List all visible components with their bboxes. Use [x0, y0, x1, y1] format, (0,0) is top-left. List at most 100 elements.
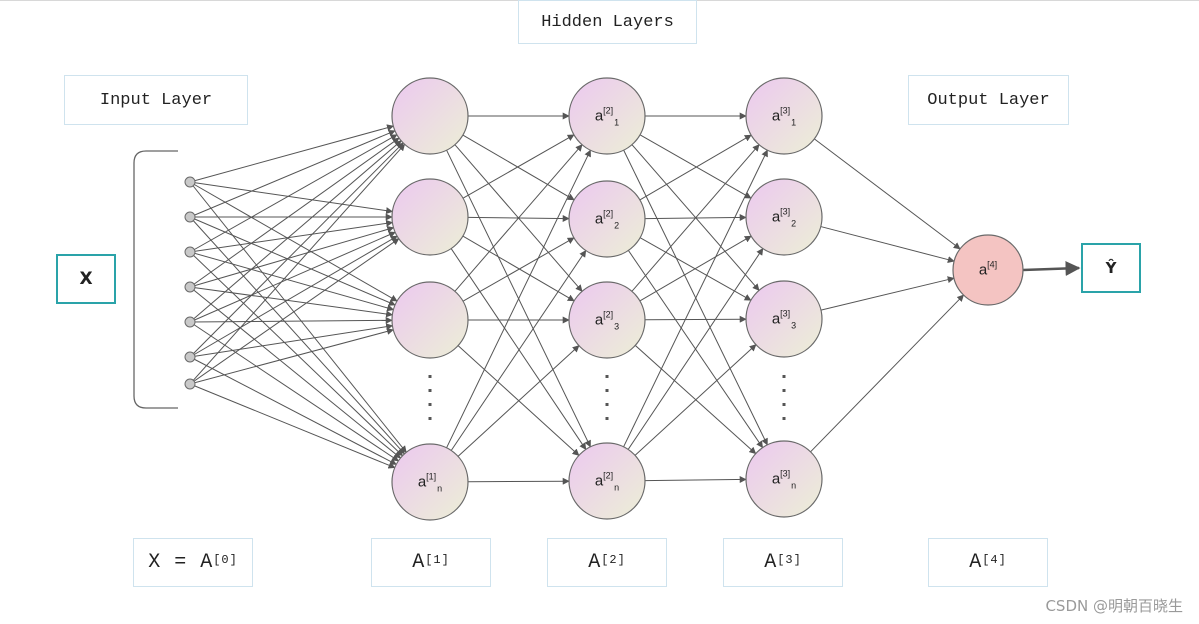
edge-input-to-hidden1 — [189, 124, 395, 183]
edge-input-to-hidden1 — [189, 137, 400, 288]
edge-input-to-hidden1 — [189, 143, 406, 385]
edge-input-to-hidden1 — [189, 181, 394, 215]
neuron-nodes — [391, 77, 1024, 521]
edge-hidden1-to-hidden2 — [462, 134, 575, 201]
layer-matrix-a1-base: A — [412, 551, 426, 574]
edge-hidden2-to-hidden3 — [623, 149, 768, 448]
edge-hidden2-to-hidden3 — [639, 134, 752, 201]
hidden1-neuron — [391, 443, 469, 521]
hidden3-neuron — [745, 280, 823, 358]
edge-hidden3-to-output — [820, 276, 955, 311]
output-layer-title: Output Layer — [908, 75, 1069, 125]
input-x-box: X — [56, 254, 116, 304]
hidden1-neuron — [391, 178, 469, 256]
input-layer-title-text: Input Layer — [99, 90, 213, 110]
edge-hidden2-to-hidden3 — [639, 235, 752, 302]
edge-input-to-hidden1 — [189, 383, 396, 469]
layer-matrix-a3: A[3] — [723, 538, 843, 587]
edge-hidden1-to-hidden2 — [454, 144, 583, 292]
input-layer-title: Input Layer — [64, 75, 248, 125]
edge-input-to-hidden1 — [189, 251, 395, 312]
ellipsis-dot — [428, 389, 432, 392]
input-feature-node — [184, 176, 196, 188]
ellipsis-dot — [782, 389, 786, 392]
watermark: CSDN @明朝百晓生 — [1045, 597, 1183, 615]
output-neuron — [952, 234, 1024, 306]
input-feature-node — [184, 281, 196, 293]
input-feature-node — [184, 316, 196, 328]
edge-input-to-hidden1 — [189, 216, 396, 306]
edge-input-to-hidden1 — [189, 323, 394, 358]
layer-matrix-a0-sup: [0] — [213, 552, 238, 567]
ellipsis-dot — [428, 417, 432, 420]
layer-matrix-a3-base: A — [764, 551, 778, 574]
layer-matrix-a1-sup: [1] — [425, 552, 450, 567]
edge-hidden2-to-hidden3 — [631, 144, 760, 292]
edge-input-to-hidden1 — [189, 219, 394, 253]
output-layer-title-text: Output Layer — [927, 90, 1050, 110]
edge-input-to-hidden1 — [189, 226, 395, 288]
edge-hidden1-to-hidden2 — [467, 477, 570, 485]
edge-input-to-hidden1 — [189, 251, 404, 457]
edge-input-to-hidden1 — [189, 238, 400, 385]
output-yhat-text: Ŷ — [1105, 259, 1117, 277]
ellipsis-dot — [782, 403, 786, 406]
edge-hidden1-to-hidden2 — [450, 248, 587, 451]
hidden3-neuron — [745, 77, 823, 155]
layer-matrix-a2-sup: [2] — [601, 552, 626, 567]
hidden2-neuron — [568, 281, 646, 359]
edge-input-to-hidden1 — [189, 286, 402, 459]
hidden1-neuron — [391, 77, 469, 155]
edge-hidden1-to-hidden2 — [450, 249, 587, 451]
edge-hidden1-to-hidden2 — [462, 237, 575, 302]
input-bracket-path — [133, 150, 178, 409]
input-bracket — [133, 150, 178, 409]
layer-matrix-a1: A[1] — [371, 538, 491, 587]
input-x-text: X — [79, 269, 93, 289]
ellipsis-dot — [782, 417, 786, 420]
ellipsis-dot — [782, 375, 786, 378]
connection-edges — [189, 112, 1081, 485]
layer-matrix-a0-base: X = A — [148, 551, 214, 574]
hidden2-neuron — [568, 77, 646, 155]
layer-matrix-a2: A[2] — [547, 538, 667, 587]
edge-input-to-hidden1 — [189, 181, 398, 302]
edge-input-to-hidden1 — [189, 140, 402, 323]
ellipsis-dot — [605, 417, 609, 420]
edge-hidden3-to-output — [820, 226, 955, 264]
ellipsis-dot — [428, 375, 432, 378]
ellipsis-dot — [605, 389, 609, 392]
hidden1-neuron — [391, 281, 469, 359]
layer-matrix-a4: A[4] — [928, 538, 1048, 587]
edge-output-to-yhat — [1022, 260, 1081, 276]
edge-input-to-hidden1 — [189, 129, 396, 218]
input-feature-node — [184, 246, 196, 258]
layer-matrix-a4-base: A — [969, 551, 983, 574]
layer-matrix-a4-sup: [4] — [982, 552, 1007, 567]
layer-matrix-a3-sup: [3] — [777, 552, 802, 567]
edge-hidden2-to-hidden3 — [644, 476, 747, 484]
hidden3-neuron — [745, 440, 823, 518]
edge-input-to-hidden1 — [189, 142, 404, 358]
input-feature-node — [184, 351, 196, 363]
hidden-layers-title-text: Hidden Layers — [541, 12, 674, 32]
hidden-layers-title: Hidden Layers — [518, 0, 697, 44]
edge-input-to-hidden1 — [189, 328, 394, 385]
edge-hidden1-to-hidden2 — [457, 345, 580, 457]
edge-input-to-hidden1 — [189, 216, 405, 455]
hidden2-neuron — [568, 442, 646, 520]
input-feature-node — [184, 378, 196, 390]
edge-hidden2-to-hidden3 — [644, 315, 747, 323]
edge-input-to-hidden1 — [189, 321, 399, 462]
edge-input-to-hidden1 — [189, 231, 396, 323]
edge-input-to-hidden1 — [189, 286, 394, 318]
output-yhat-box: Ŷ — [1081, 243, 1141, 293]
ellipsis-dot — [605, 375, 609, 378]
edge-hidden2-to-hidden3 — [634, 344, 757, 456]
hidden2-neuron — [568, 180, 646, 258]
input-nodes — [184, 176, 196, 390]
edge-hidden2-to-hidden3 — [639, 134, 752, 199]
edge-input-to-hidden1 — [189, 134, 398, 253]
edge-input-to-hidden1 — [189, 235, 398, 358]
